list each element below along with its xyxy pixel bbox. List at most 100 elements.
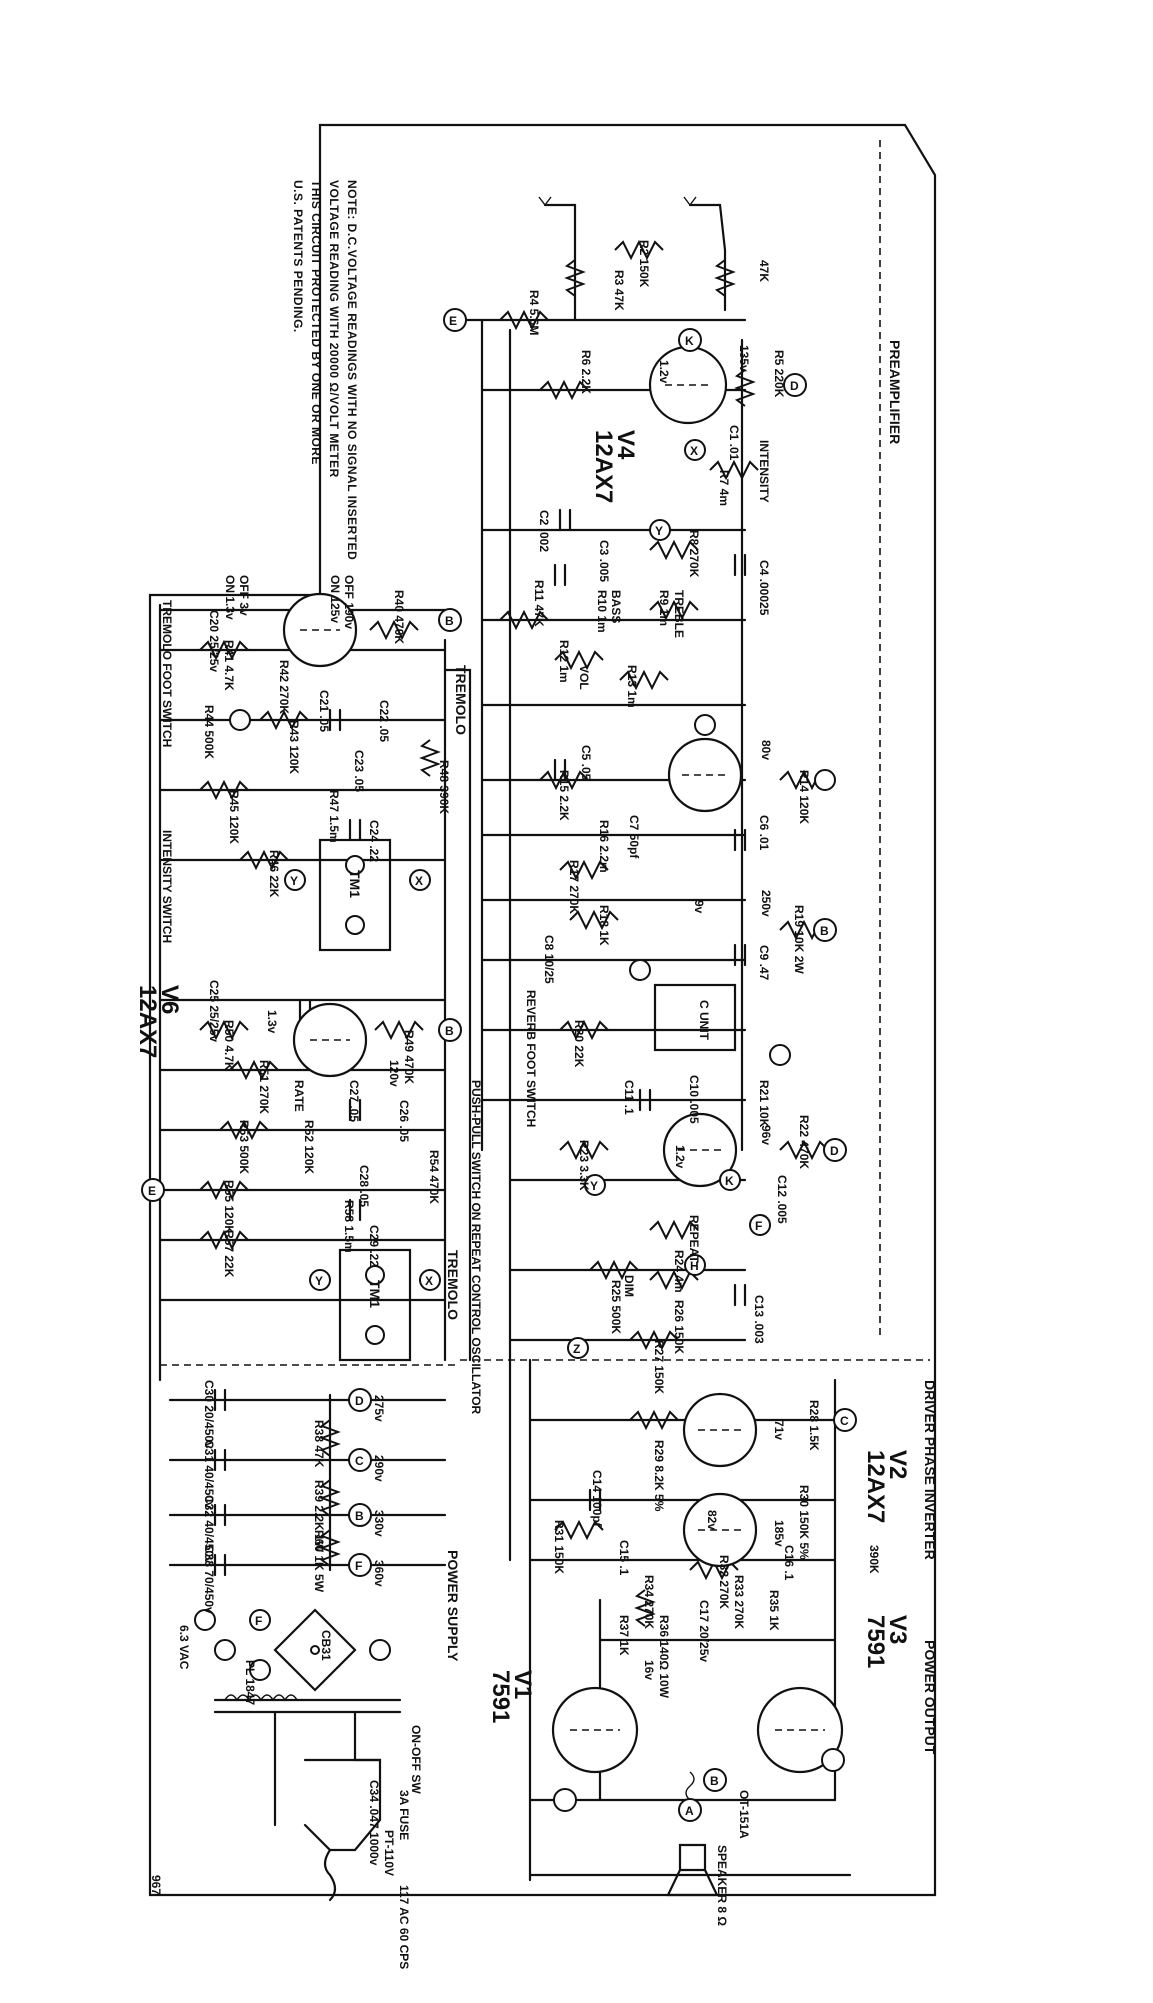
label-c4: C4 .00025 [757, 560, 771, 616]
volt-on-off-1: OFF 3v [237, 575, 251, 616]
label-r29: R29 8.2K 5% [652, 1440, 666, 1512]
label-r20: R20 22K [572, 1020, 586, 1068]
power-transformer [213, 1698, 402, 1714]
resistor-r27 [629, 1329, 679, 1351]
volt-v1-cathode: 16v [642, 1660, 656, 1680]
resistor-r55 [199, 1179, 249, 1201]
tm1-box-b [338, 1248, 412, 1362]
label-r17: R17 270K [567, 860, 581, 914]
terminal-bs-1 [821, 1748, 845, 1772]
label-heater: 6.3 VAC [177, 1625, 191, 1670]
label-r60: R60 1K 5W [312, 1530, 326, 1593]
resistor-r24 [649, 1219, 699, 1241]
terminal-letter-b4: B [355, 1509, 364, 1523]
label-r50: R50 4.7K [222, 1020, 236, 1071]
label-c3: C3 .005 [597, 540, 611, 582]
tube-v1-name: V1 [509, 1670, 536, 1699]
volt-ps-1: 275v [372, 1395, 386, 1422]
terminal-x-3 [419, 1269, 441, 1291]
volt-v2-plate2: 185v [772, 1520, 786, 1547]
volt-ps-4: 360v [372, 1560, 386, 1587]
section-preamp: PREAMPLIFIER [887, 340, 903, 444]
section-oscillator: PUSH-PULL SWITCH ON REPEAT CONTROL OSCIL… [469, 1080, 483, 1415]
resistor-r25 [589, 1259, 639, 1281]
label-r19: R19 10K 2W [792, 905, 806, 974]
label-c24: C24 .22 [367, 820, 381, 862]
terminal-letter-a1: A [685, 1804, 694, 1818]
tube-v4b [667, 737, 743, 813]
resistor-r39 [319, 1479, 341, 1517]
label-c14: C14 100pf [590, 1470, 604, 1528]
label-r58: R58 1.5m [342, 1200, 356, 1253]
control-dim: DIM [622, 1275, 636, 1297]
terminal-f-3 [249, 1659, 271, 1681]
resistor-r20 [559, 1019, 609, 1041]
control-treble: TREBLE [672, 590, 686, 638]
section-driver: DRIVER PHASE INVERTER [922, 1380, 938, 1560]
note-block: NOTE: D.C.VOLTAGE READINGS WITH NO SIGNA… [291, 180, 359, 560]
rectifier-bridge [273, 1608, 357, 1692]
label-r36: R36 140Ω 10W [657, 1615, 671, 1699]
label-r10: R10 1m [595, 590, 609, 633]
tube-v4-type: 12AX7 [590, 430, 617, 503]
volt-on-125: ON 125v [328, 575, 342, 623]
terminal-z-1 [567, 1337, 589, 1359]
terminal-y-2 [584, 1174, 606, 1196]
resistor-r53 [219, 1119, 269, 1141]
transformer-winding [224, 1694, 298, 1702]
terminal-letter-x1: X [690, 444, 698, 458]
terminals [141, 308, 857, 1822]
terminal-c-2 [348, 1448, 372, 1472]
tube-v2-type: 12AX7 [862, 1450, 889, 1523]
label-r9: R9 1m [657, 590, 671, 626]
terminal-d-3 [348, 1388, 372, 1412]
label-c-unit: C UNIT [697, 1000, 711, 1041]
label-r41: R41 4.7K [222, 640, 236, 691]
label-c23: C23 .05 [352, 750, 366, 792]
label-r1: 47K [757, 260, 771, 282]
terminal-letter-x3: X [425, 1274, 433, 1288]
terminal-i-2 [229, 709, 251, 731]
speaker-symbol [666, 1843, 719, 1897]
label-r24: R24 4m [672, 1250, 686, 1293]
label-r45: R45 120K [227, 790, 241, 844]
resistor-r12 [554, 649, 604, 671]
main-frame [148, 123, 937, 1897]
label-c1: C1 .01 [727, 425, 741, 461]
terminal-letter-y2: Y [590, 1179, 598, 1193]
label-r34: R34 270K [642, 1575, 656, 1629]
terminal-letter-x2: X [415, 874, 423, 888]
label-r37: R37 1K [617, 1615, 631, 1656]
resistor-r36 [634, 1589, 656, 1627]
label-c32: C32 40/450v [202, 1495, 216, 1564]
label-r25: R25 500K [609, 1280, 623, 1334]
ac-primary [303, 1758, 382, 1852]
resistor-r60 [319, 1529, 341, 1567]
resistor-r3 [564, 259, 586, 297]
resistor-r43 [259, 709, 309, 731]
resistor-r5 [734, 369, 756, 407]
section-power-output: POWER OUTPUT [922, 1640, 938, 1755]
terminal-letter-y1: Y [655, 524, 663, 538]
label-tremolo-foot-switch: TREMOLO FOOT SWITCH [160, 600, 174, 747]
label-r6: R6 2.2K [579, 350, 593, 394]
page-number: 967 [149, 1875, 163, 1895]
label-r32: R32 270K [717, 1555, 731, 1609]
label-r2: R2 150K [637, 240, 651, 288]
terminal-g-1 [443, 308, 467, 332]
tube-v2-name: V2 [884, 1450, 911, 1479]
terminal-letter-g1: E [449, 314, 457, 328]
terminal-f-1 [814, 769, 836, 791]
label-r44: R44 500K [202, 705, 216, 759]
label-r39: R39 2.2K 1W [312, 1480, 326, 1553]
terminal-letter-k1: K [685, 334, 694, 348]
reverb-c-unit [653, 983, 737, 1052]
terminal-p-1 [214, 1639, 236, 1661]
primary-leads [273, 1710, 382, 1827]
label-intensity-switch: INTENSITY SWITCH [160, 830, 174, 943]
terminal-b-3 [438, 1018, 462, 1042]
label-c17: C17 20/25v [697, 1600, 711, 1662]
ac-plug [323, 1848, 337, 1902]
label-r18: R18 1K [597, 905, 611, 946]
